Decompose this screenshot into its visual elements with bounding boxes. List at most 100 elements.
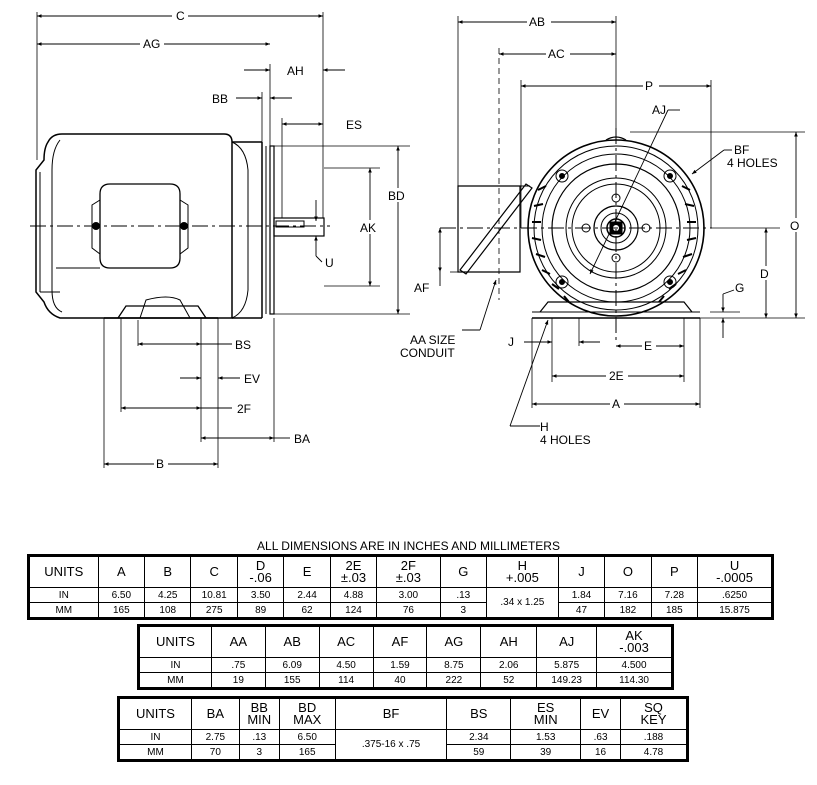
dim-label-A: A [612,397,620,411]
cell-EV-mm: 16 [580,744,622,760]
dim-label-EV: EV [244,372,260,386]
row-label-mm: MM [119,744,192,760]
cell-AC-mm: 114 [318,672,374,688]
table-2-header-row: UNITS AA AB AC AF AG AH AJ AK-.003 [139,626,672,658]
header-AC: AC [318,626,374,658]
cell-AB-in: 6.09 [264,657,320,673]
table-row-mm: MM 70 3 165 59 39 16 4.78 [119,744,687,760]
end-view-motor-body [440,128,712,340]
end-view-extension-lines [450,16,805,408]
cell-ES-mm: 39 [510,744,582,760]
row-label-mm: MM [29,602,99,618]
end-view-labels: AB AC P AJ BF 4 HOLES O AF D G AA SIZE C… [400,14,803,447]
cell-BS-mm: 59 [446,744,512,760]
cell-D-in: 3.50 [236,587,285,603]
dim-label-BD: BD [388,189,405,203]
header-U: U-.0005 [697,556,772,588]
side-view-extension-lines [36,12,410,468]
side-view [30,12,410,468]
header-units: UNITS [29,556,99,588]
header-AA: AA [210,626,266,658]
cell-2F-mm: 76 [376,602,441,618]
row-label-mm: MM [139,672,212,688]
header-BS: BS [446,698,512,730]
dim-label-BF-note: 4 HOLES [727,156,778,170]
motor-dimension-drawing: C AG AH BB ES BD AK U BS EV 2F BA B [30,8,805,471]
cell-EV-in: .63 [580,729,622,745]
side-view-labels: C AG AH BB ES BD AK U BS EV 2F BA B [140,8,410,471]
cell-C-in: 10.81 [190,587,238,603]
dim-label-O: O [790,219,799,233]
header-A: A [97,556,146,588]
dim-label-E: E [644,339,652,353]
cell-P-mm: 185 [650,602,699,618]
cell-G-mm: 3 [439,602,487,618]
header-C: C [190,556,238,588]
cell-J-mm: 47 [557,602,606,618]
header-P: P [650,556,699,588]
cell-SQ-KEY-mm: 4.78 [620,744,687,760]
dim-label-ES: ES [346,118,362,132]
dim-label-G: G [735,281,744,295]
dim-label-AH: AH [287,64,304,78]
dim-label-AF: AF [414,281,429,295]
header-D: D-.06 [236,556,285,588]
cell-U-mm: 15.875 [697,602,772,618]
dim-label-AK: AK [360,221,376,235]
cell-BA-mm: 70 [190,744,240,760]
dim-label-AJ: AJ [652,103,666,117]
cell-2F-in: 3.00 [376,587,441,603]
end-view-leaders [462,109,732,427]
cell-J-in: 1.84 [557,587,606,603]
dim-label-D: D [760,267,769,281]
header-2F: 2F±.03 [376,556,441,588]
cell-BD-mm: 165 [278,744,336,760]
table-row-mm: MM 19 155 114 40 222 52 149.23 114.30 [139,672,672,688]
header-BF: BF [334,698,448,730]
dim-label-BS: BS [235,338,251,352]
side-view-motor-body [30,133,330,319]
dim-label-C: C [176,9,185,23]
dim-label-BB: BB [212,92,228,106]
cell-AH-mm: 52 [480,672,538,688]
cell-2E-in: 4.88 [329,587,378,603]
header-AB: AB [264,626,320,658]
dim-label-BA: BA [294,432,310,446]
row-label-in: IN [139,657,212,673]
cell-G-in: .13 [439,587,487,603]
dim-label-J: J [508,335,514,349]
dim-label-2F: 2F [237,402,251,416]
dimension-table-2: UNITS AA AB AC AF AG AH AJ AK-.003 IN .7… [137,624,674,690]
cell-A-in: 6.50 [97,587,146,603]
header-units: UNITS [139,626,212,658]
cell-D-mm: 89 [236,602,285,618]
cell-AF-mm: 40 [372,672,428,688]
header-J: J [557,556,606,588]
dim-label-B: B [156,457,164,471]
cell-P-in: 7.28 [650,587,699,603]
dim-label-H: H [540,420,549,434]
header-AK: AK-.003 [596,626,672,658]
cell-BB-in: .13 [238,729,280,745]
cell-E-in: 2.44 [283,587,331,603]
cell-AH-in: 2.06 [480,657,538,673]
cell-B-mm: 108 [144,602,192,618]
header-O: O [604,556,652,588]
end-view [438,16,805,427]
cell-SQ-KEY-in: .188 [620,729,687,745]
row-label-in: IN [119,729,192,745]
header-B: B [144,556,192,588]
header-AH: AH [480,626,538,658]
cell-ES-in: 1.53 [510,729,582,745]
cell-BF: .375-16 x .75 [334,729,448,760]
cell-AC-in: 4.50 [318,657,374,673]
cell-AB-mm: 155 [264,672,320,688]
table-row-mm: MM 165 108 275 89 62 124 76 3 47 182 185… [29,602,772,618]
cell-AA-in: .75 [210,657,266,673]
cell-C-mm: 275 [190,602,238,618]
